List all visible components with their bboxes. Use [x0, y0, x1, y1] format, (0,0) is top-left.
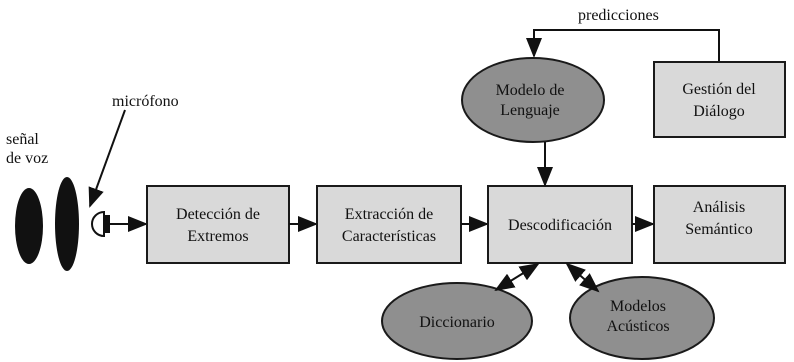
microphone-label: micrófono — [112, 93, 179, 110]
node-language-model: Modelo de Lenguaje — [461, 57, 605, 143]
node-dialogue-management: Gestión del Diálogo — [653, 61, 786, 138]
node-semantic-analysis-line1: Análisis — [693, 199, 745, 216]
node-acoustic-models-line1: Modelos — [610, 298, 666, 315]
predictions-label: predicciones — [578, 7, 659, 24]
speech-signal-icon — [15, 177, 79, 271]
edge-decoding-acoustic-models — [565, 262, 600, 293]
speech-signal-label-line1: señal — [6, 131, 39, 148]
node-endpoint-detection-line2: Extremos — [187, 228, 248, 245]
microphone-pointer-arrow — [88, 109, 126, 208]
node-semantic-analysis: Análisis Semántico — [653, 185, 786, 264]
speech-signal-label-line2: de voz — [6, 150, 48, 167]
node-dictionary: Diccionario — [381, 282, 533, 360]
node-endpoint-detection-line1: Detección de — [176, 206, 260, 223]
edge-predictions-feedback — [526, 29, 720, 61]
node-feature-extraction: Extracción de Características — [316, 185, 462, 264]
node-feature-extraction-line1: Extracción de — [345, 206, 433, 223]
node-acoustic-models-line2: Acústicos — [606, 318, 669, 335]
node-acoustic-models: Modelos Acústicos — [569, 276, 715, 360]
node-decoding: Descodificación — [487, 185, 633, 264]
node-dialogue-management-line2: Diálogo — [693, 103, 745, 120]
node-dialogue-management-line1: Gestión del — [682, 81, 756, 98]
node-language-model-line1: Modelo de — [496, 82, 565, 99]
node-dictionary-line1: Diccionario — [419, 314, 495, 331]
node-endpoint-detection: Detección de Extremos — [146, 185, 290, 264]
edge-decoding-dictionary — [494, 262, 540, 292]
node-feature-extraction-line2: Características — [342, 228, 436, 245]
node-language-model-line2: Lenguaje — [500, 102, 560, 119]
microphone-icon — [91, 210, 118, 238]
node-semantic-analysis-line2: Semántico — [685, 221, 753, 238]
node-decoding-line1: Descodificación — [508, 217, 612, 234]
